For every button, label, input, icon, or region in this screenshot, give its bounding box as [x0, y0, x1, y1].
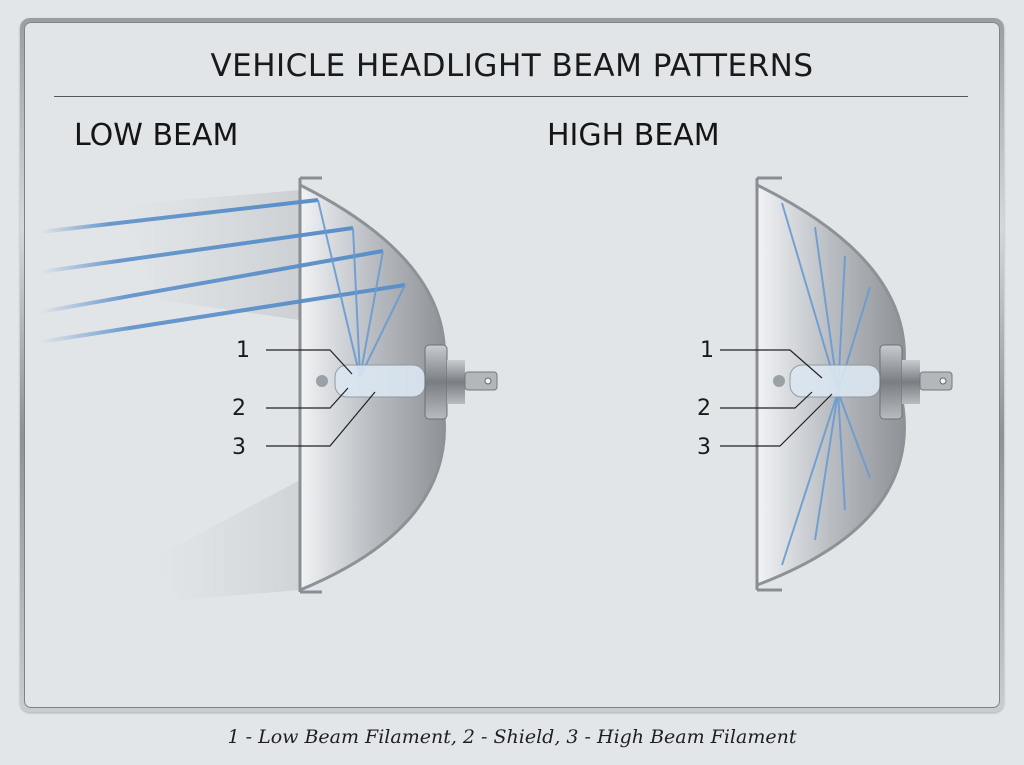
low-callout-3: 3 — [232, 435, 246, 460]
title-divider — [54, 96, 968, 97]
headlight-illustration: 1 2 3 — [39, 176, 953, 600]
high-beam-heading: HIGH BEAM — [547, 118, 720, 153]
low-beam-diagram: 1 2 3 — [39, 176, 498, 600]
low-callout-2: 2 — [232, 396, 246, 421]
high-callout-3: 3 — [697, 435, 711, 460]
low-beam-heading: LOW BEAM — [74, 118, 239, 153]
diagram-title: VEHICLE HEADLIGHT BEAM PATTERNS — [210, 48, 814, 84]
diagram-panel: VEHICLE HEADLIGHT BEAM PATTERNS LOW BEAM… — [24, 22, 1000, 708]
low-callout-1: 1 — [236, 338, 250, 363]
high-callout-1: 1 — [700, 338, 714, 363]
high-callout-2: 2 — [697, 396, 711, 421]
high-beam-diagram: 1 2 3 — [520, 176, 953, 592]
diagram-frame: VEHICLE HEADLIGHT BEAM PATTERNS LOW BEAM… — [20, 18, 1004, 712]
legend-caption: 1 - Low Beam Filament, 2 - Shield, 3 - H… — [227, 726, 797, 748]
